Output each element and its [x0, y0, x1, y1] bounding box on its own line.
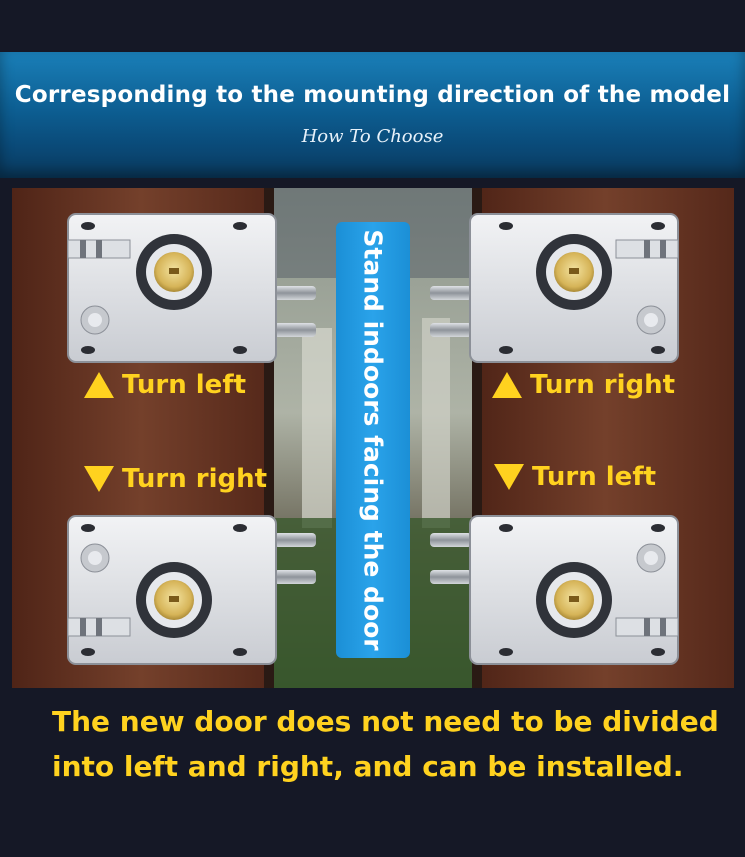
lock-bottom-right	[469, 515, 679, 665]
triangle-up-icon	[492, 372, 522, 398]
triangle-down-icon	[494, 464, 524, 490]
caption-line-2: into left and right, and can be installe…	[52, 750, 684, 783]
banner-subtitle: How To Choose	[301, 126, 444, 147]
label-top-left: Turn left	[84, 370, 246, 400]
label-bottom-right: Turn left	[494, 462, 656, 492]
label-bottom-left-text: Turn right	[122, 464, 268, 494]
label-bottom-left: Turn right	[84, 464, 267, 494]
label-bottom-right-text: Turn left	[532, 462, 657, 492]
center-badge-text: Stand indoors facing the door	[358, 229, 388, 651]
label-top-left-text: Turn left	[122, 370, 247, 400]
lock-top-left	[67, 213, 277, 363]
lock-bottom-left	[67, 515, 277, 665]
center-badge: Stand indoors facing the door	[336, 222, 410, 658]
banner-title: Corresponding to the mounting direction …	[14, 82, 731, 108]
label-top-right-text: Turn right	[530, 370, 676, 400]
label-top-right: Turn right	[492, 370, 675, 400]
caption-line-1: The new door does not need to be divided	[52, 705, 719, 738]
triangle-down-icon	[84, 466, 114, 492]
header-banner: Corresponding to the mounting direction …	[0, 52, 745, 178]
triangle-up-icon	[84, 372, 114, 398]
lock-top-right	[469, 213, 679, 363]
